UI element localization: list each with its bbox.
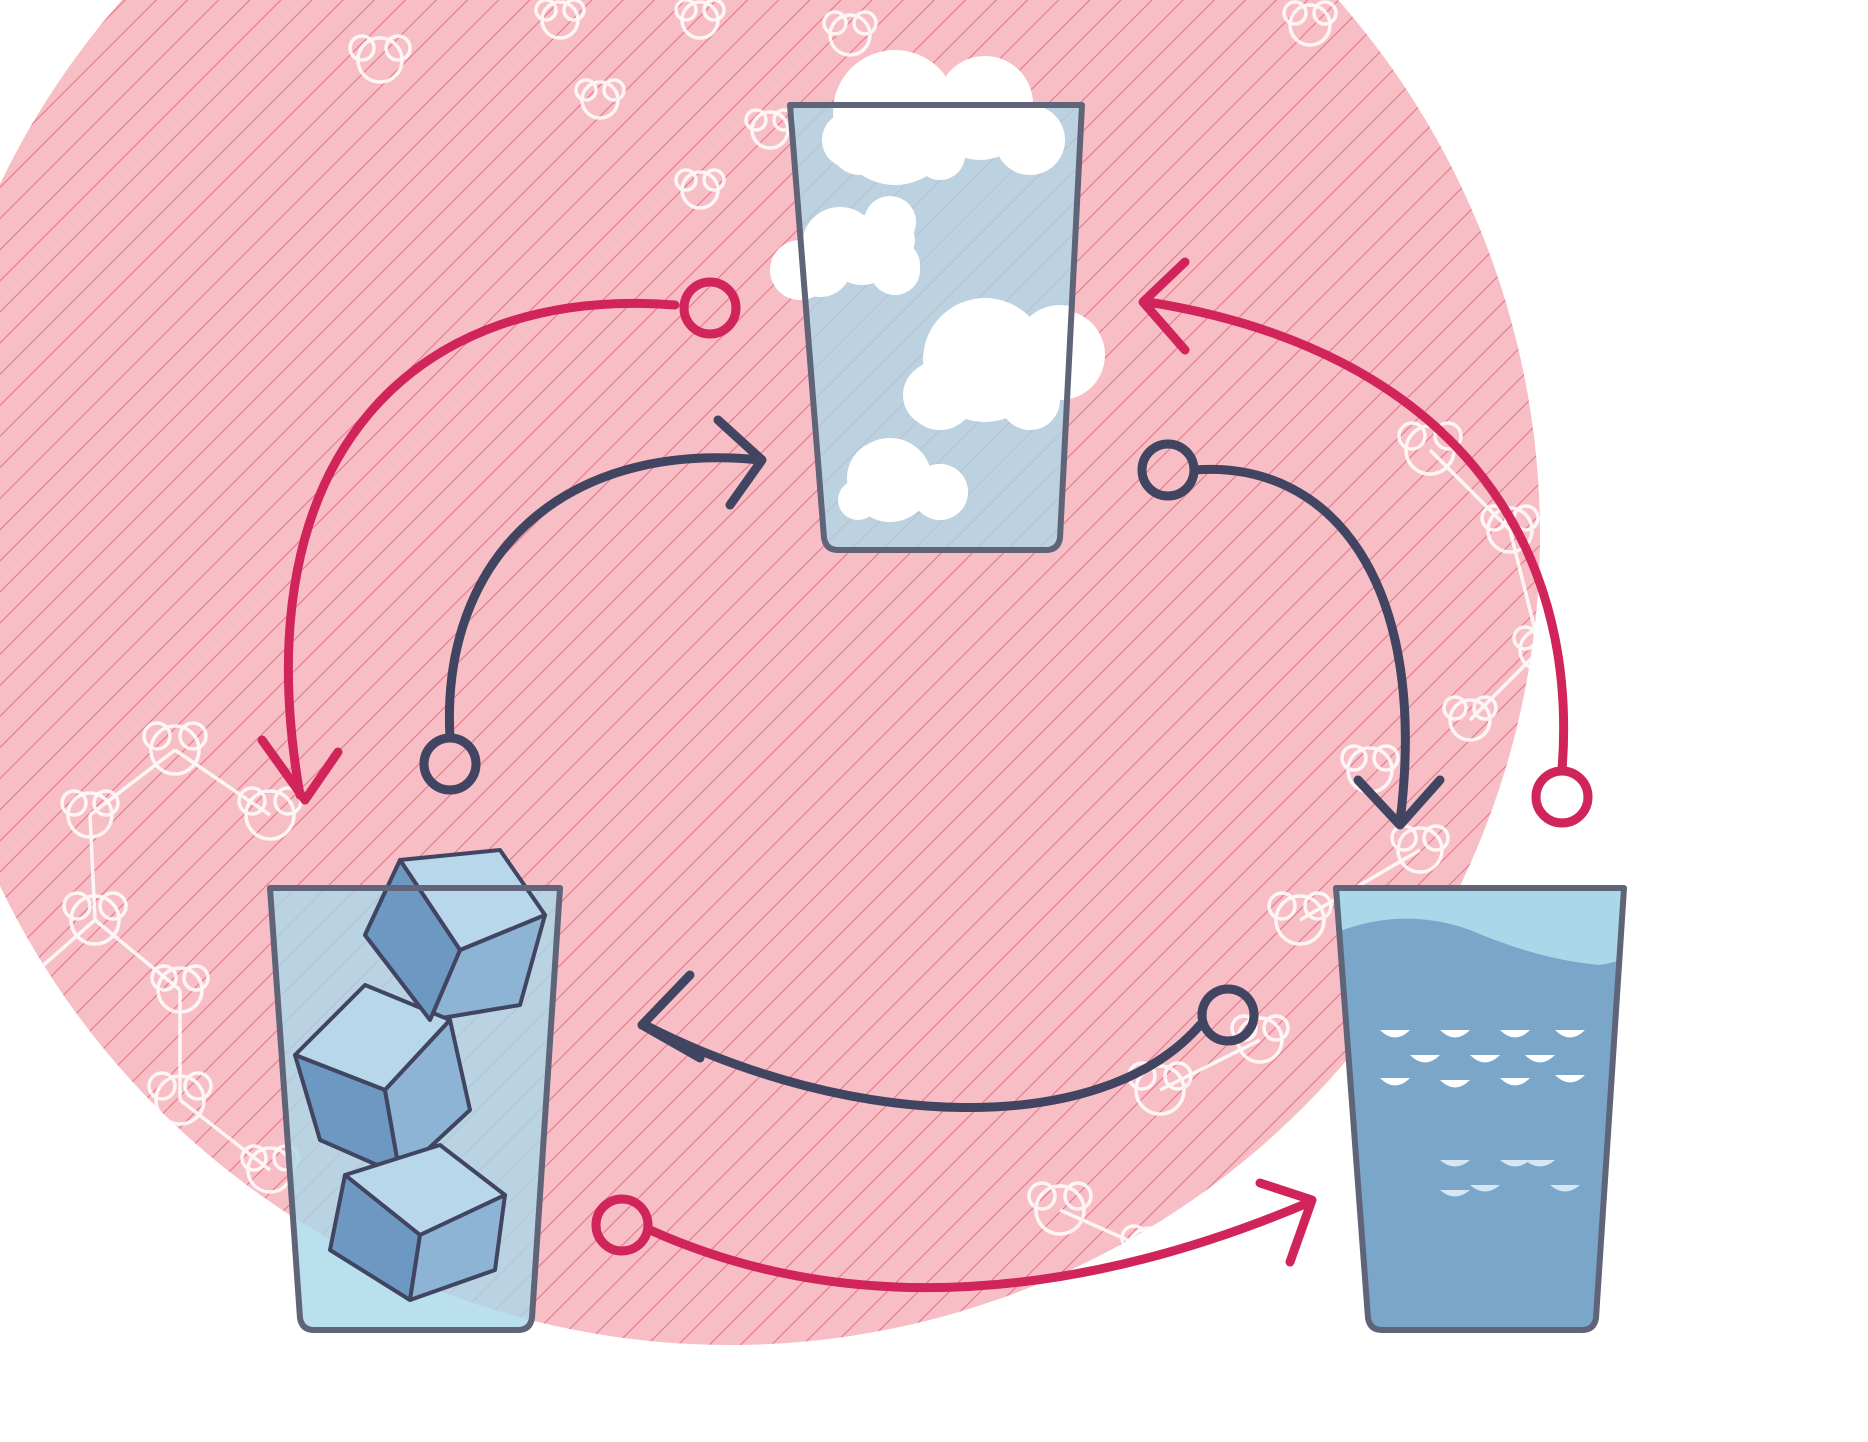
ripple-icon (1440, 1160, 1580, 1197)
ripple-icon (1380, 1030, 1585, 1088)
arrow-gas-to-solid (257, 277, 741, 805)
ice-cube-icon (293, 983, 472, 1177)
arrow-liquid-to-gas (1138, 257, 1593, 828)
start-ring (1197, 984, 1259, 1046)
arrow-liquid-to-solid (637, 970, 1259, 1112)
ice-cube-icon (328, 1143, 507, 1302)
water-glass-icon (1333, 885, 1627, 1333)
start-ring (1531, 766, 1593, 828)
start-ring (591, 1194, 653, 1256)
start-ring (679, 277, 741, 339)
start-ring (1137, 439, 1199, 501)
arrow-gas-to-liquid (1137, 439, 1445, 830)
cloud-glass-icon (770, 50, 1105, 553)
arrow-solid-to-liquid (591, 1178, 1317, 1293)
ice-cube-icon (363, 848, 547, 1022)
start-ring (419, 733, 481, 795)
arrow-solid-to-gas (419, 415, 767, 795)
background-circle (0, 0, 1540, 1345)
ice-glass-icon (267, 848, 563, 1333)
